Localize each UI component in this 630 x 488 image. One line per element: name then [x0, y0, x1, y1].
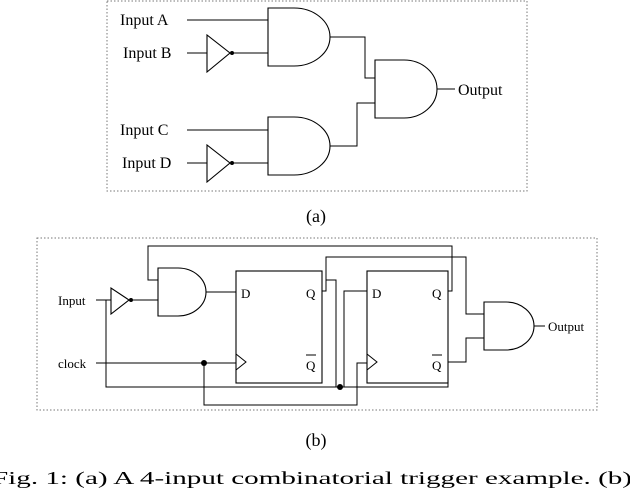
and1-to-output-wire	[330, 36, 375, 79]
caption-a: (a)	[306, 206, 326, 227]
ff2-clock-marker	[366, 353, 378, 371]
ff1-qbar-label: Q	[306, 358, 316, 373]
label-output-a: Output	[458, 82, 503, 99]
ff2-q-label: Q	[432, 286, 442, 301]
not-gate-b	[206, 33, 231, 74]
ff1-d-label: D	[241, 286, 250, 301]
label-input: Input	[58, 293, 86, 308]
label-input-a: Input A	[120, 12, 169, 29]
ff1-q-label: Q	[306, 286, 316, 301]
label-input-b: Input B	[123, 45, 171, 62]
not-gate-d-bubble	[230, 161, 234, 165]
feedback-wire	[147, 245, 453, 292]
and-gate-1	[267, 7, 331, 67]
and-gate-output	[374, 59, 438, 119]
clock-to-ff2-wire	[203, 362, 367, 406]
and-gate-2	[267, 116, 331, 176]
diagram-b-frame	[36, 237, 598, 411]
ff1-q-to-ff2-d-wire	[322, 279, 367, 388]
label-input-c: Input C	[120, 122, 168, 139]
diagram-b: D Q Q D Q Q Input clock Output	[36, 237, 598, 411]
figure-caption: Fig. 1: (a) A 4-input combinatorial trig…	[0, 468, 630, 488]
not-gate-input	[110, 286, 130, 316]
diagram-a-frame	[106, 0, 528, 192]
ff2-qbar-label: Q	[432, 358, 442, 373]
label-input-d: Input D	[122, 155, 171, 172]
ff1-clock-marker	[235, 353, 247, 371]
label-clock: clock	[58, 356, 87, 371]
label-output-b: Output	[548, 319, 585, 334]
bottom-bus-wire	[105, 300, 449, 388]
not-gate-b-bubble	[230, 51, 234, 55]
caption-b: (b)	[306, 430, 327, 451]
and2-to-output-wire	[330, 102, 375, 147]
and-gate-output-b	[483, 301, 535, 351]
ff2-qbar-to-output-wire	[448, 337, 484, 363]
ff2-d-label: D	[372, 286, 381, 301]
and-gate-feedback	[157, 267, 207, 317]
diagram-a: Input A Input B Input C Input D Output	[106, 0, 528, 192]
flipflop-1	[235, 270, 323, 384]
not-gate-input-bubble	[129, 298, 133, 302]
not-gate-d	[206, 143, 231, 184]
